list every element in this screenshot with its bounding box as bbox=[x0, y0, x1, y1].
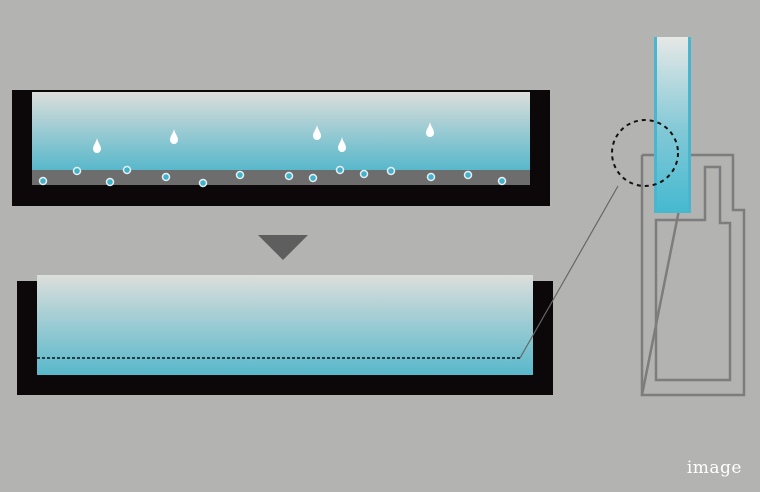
bottom-tank bbox=[17, 185, 619, 395]
image-caption: image bbox=[686, 458, 742, 478]
bubbles bbox=[93, 122, 434, 153]
particle bbox=[308, 173, 318, 183]
water bbox=[37, 275, 533, 375]
bottle-inner-outline bbox=[654, 165, 732, 382]
filling-tube bbox=[654, 37, 691, 213]
particle bbox=[284, 171, 294, 181]
particle bbox=[122, 165, 132, 175]
leader-line bbox=[519, 185, 619, 359]
particle bbox=[38, 176, 48, 186]
top-tank bbox=[12, 90, 550, 206]
down-arrow-icon bbox=[258, 235, 308, 260]
particle bbox=[161, 172, 171, 182]
particle bbox=[72, 166, 82, 176]
particle bbox=[198, 178, 208, 188]
particle bbox=[105, 177, 115, 187]
particle bbox=[463, 170, 473, 180]
water bbox=[32, 92, 530, 170]
bubble-drop bbox=[426, 122, 434, 137]
zoom-circle bbox=[611, 119, 679, 187]
bubble-drop bbox=[93, 138, 101, 153]
particle bbox=[497, 176, 507, 186]
sediment-layer bbox=[32, 170, 530, 185]
bubble-drop bbox=[313, 125, 321, 140]
particle bbox=[359, 169, 369, 179]
bottle bbox=[611, 37, 746, 397]
bubble-drop bbox=[338, 137, 346, 152]
particle bbox=[335, 165, 345, 175]
particle bbox=[426, 172, 436, 182]
bubble-drop bbox=[170, 129, 178, 144]
particles bbox=[38, 165, 507, 188]
particle bbox=[386, 166, 396, 176]
particle bbox=[235, 170, 245, 180]
